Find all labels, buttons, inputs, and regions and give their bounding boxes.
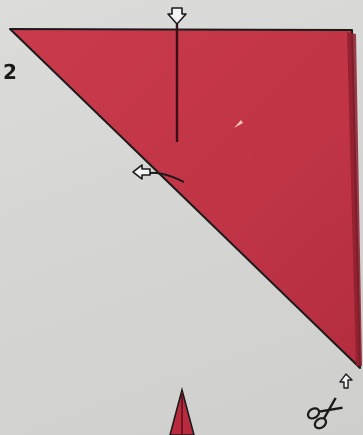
- fold-arrow-icon: [168, 8, 186, 24]
- fold-arrow-icon: [340, 374, 352, 388]
- paper-triangle: [10, 29, 360, 368]
- scissors-icon: [306, 394, 345, 430]
